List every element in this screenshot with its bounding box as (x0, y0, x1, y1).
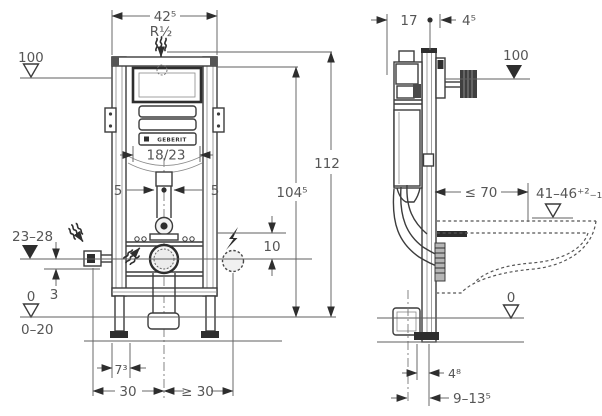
dim-label-frame-width: 42⁵ (154, 9, 177, 25)
dim-label-offset-right: 5 (211, 183, 220, 199)
filled-triangle-icon (506, 65, 522, 79)
open-triangle-icon (502, 304, 520, 319)
level-supply: 23–28 (12, 229, 312, 260)
dim-offset-right: 5 (173, 183, 220, 199)
dim-foot-offset: 4⁸ (402, 344, 461, 406)
side-foot (392, 307, 439, 340)
dim-label-bowl-depth: ≤ 70 (465, 185, 498, 201)
dim-label-rail-offset: 4⁵ (462, 13, 476, 29)
crossbar-end-right (210, 57, 217, 66)
logo-plate (138, 132, 197, 146)
dim-connection-height: 104⁵ (276, 66, 308, 318)
dim-electrical-offset: 10 (217, 216, 286, 276)
dim-frame-width: 42⁵ (111, 9, 218, 55)
level-100-right: 100 (445, 48, 530, 80)
supply-connection-mark (156, 64, 168, 76)
dim-label-offset-left: 5 (114, 183, 123, 199)
level-floor-side: 0 (502, 290, 520, 319)
side-view-dimensions: 17 4⁵ 100 ≤ 70 41–46⁺²₋₁ (371, 13, 602, 407)
top-crossbar (111, 56, 218, 67)
side-cistern (393, 50, 423, 203)
dim-rail-offset: 4⁵ (439, 13, 476, 29)
bowl-connection (434, 231, 467, 282)
geberit-logo-icon (144, 136, 149, 142)
dim-offset-left: 5 (114, 183, 155, 199)
inspection-opening (131, 66, 203, 104)
dim-label-foot-width: 7³ (115, 362, 128, 377)
water-supply-icon-left (67, 222, 87, 245)
lightning-bolt-icon (226, 227, 238, 250)
level-label-100-right: 100 (503, 48, 529, 64)
level-label-zero-side: 0 (507, 290, 516, 306)
level-label-zero-front: 0 (27, 289, 36, 305)
dim-label-bowl-height: 41–46⁺²₋₁ (536, 186, 602, 202)
dim-label-drain-right: ≥ 30 (181, 384, 214, 400)
wc-bowl-outline (437, 220, 597, 294)
level-label-100-left: 100 (18, 50, 44, 66)
level-floor-front: 0 0–20 (20, 289, 336, 342)
open-triangle-icon (22, 63, 40, 78)
wall-anchor (435, 57, 477, 99)
flush-bend (127, 155, 203, 218)
dim-label-supply-depth: 3 (50, 287, 59, 303)
dim-label-connection-height: 104⁵ (276, 185, 307, 201)
fixing-bolt (437, 231, 467, 237)
level-bowl-height: 41–46⁺²₋₁ (532, 186, 602, 219)
electrical-box (221, 249, 245, 273)
dim-label-frame-depth: 17 (400, 13, 417, 29)
front-view-dimensions: 42⁵ R½ 100 18/23 5 5 (12, 9, 340, 400)
dim-frame-height: 112 (314, 51, 340, 318)
open-triangle-icon (22, 303, 40, 318)
inlet-fitting (134, 216, 195, 242)
wall-bracket-left (104, 107, 117, 133)
dim-label-electrical-offset: 10 (263, 239, 280, 255)
frame-legs (110, 295, 219, 338)
dim-point-dot (427, 17, 433, 23)
dim-supply-depth: 3 (44, 242, 100, 303)
crossbar-end-left (112, 57, 119, 66)
front-view: GEBERIT (67, 37, 245, 398)
dim-label-opening-width: 18/23 (147, 148, 186, 164)
side-rail (421, 48, 437, 343)
drain-outlet (147, 243, 180, 330)
side-view (377, 48, 597, 404)
dim-bowl-depth: ≤ 70 (434, 183, 529, 222)
dim-label-water-thread: R½ (150, 24, 172, 40)
open-triangle-icon (544, 203, 562, 218)
level-100-left: 100 (18, 50, 112, 79)
level-label-floor-range: 0–20 (21, 322, 54, 338)
dim-label-drain-offset: 9–13⁵ (453, 391, 491, 407)
dim-drain-offsets: 30 ≥ 30 (92, 268, 234, 400)
wall-bracket-right (212, 107, 225, 133)
level-label-supply: 23–28 (12, 229, 53, 245)
access-panel: GEBERIT (138, 105, 197, 146)
dim-frame-depth: 17 (371, 13, 433, 75)
drain-socket (147, 312, 180, 330)
dim-opening-width: 18/23 (120, 146, 213, 164)
dim-label-frame-height: 112 (314, 156, 340, 172)
dim-foot-width: 7³ (97, 343, 146, 378)
logo-text: GEBERIT (157, 138, 187, 144)
dim-label-drain-left: 30 (119, 384, 136, 400)
dim-drain-wall-offset: 9–13⁵ (391, 391, 491, 407)
dim-label-foot-offset: 4⁸ (448, 366, 461, 381)
filled-triangle-icon (22, 245, 38, 259)
